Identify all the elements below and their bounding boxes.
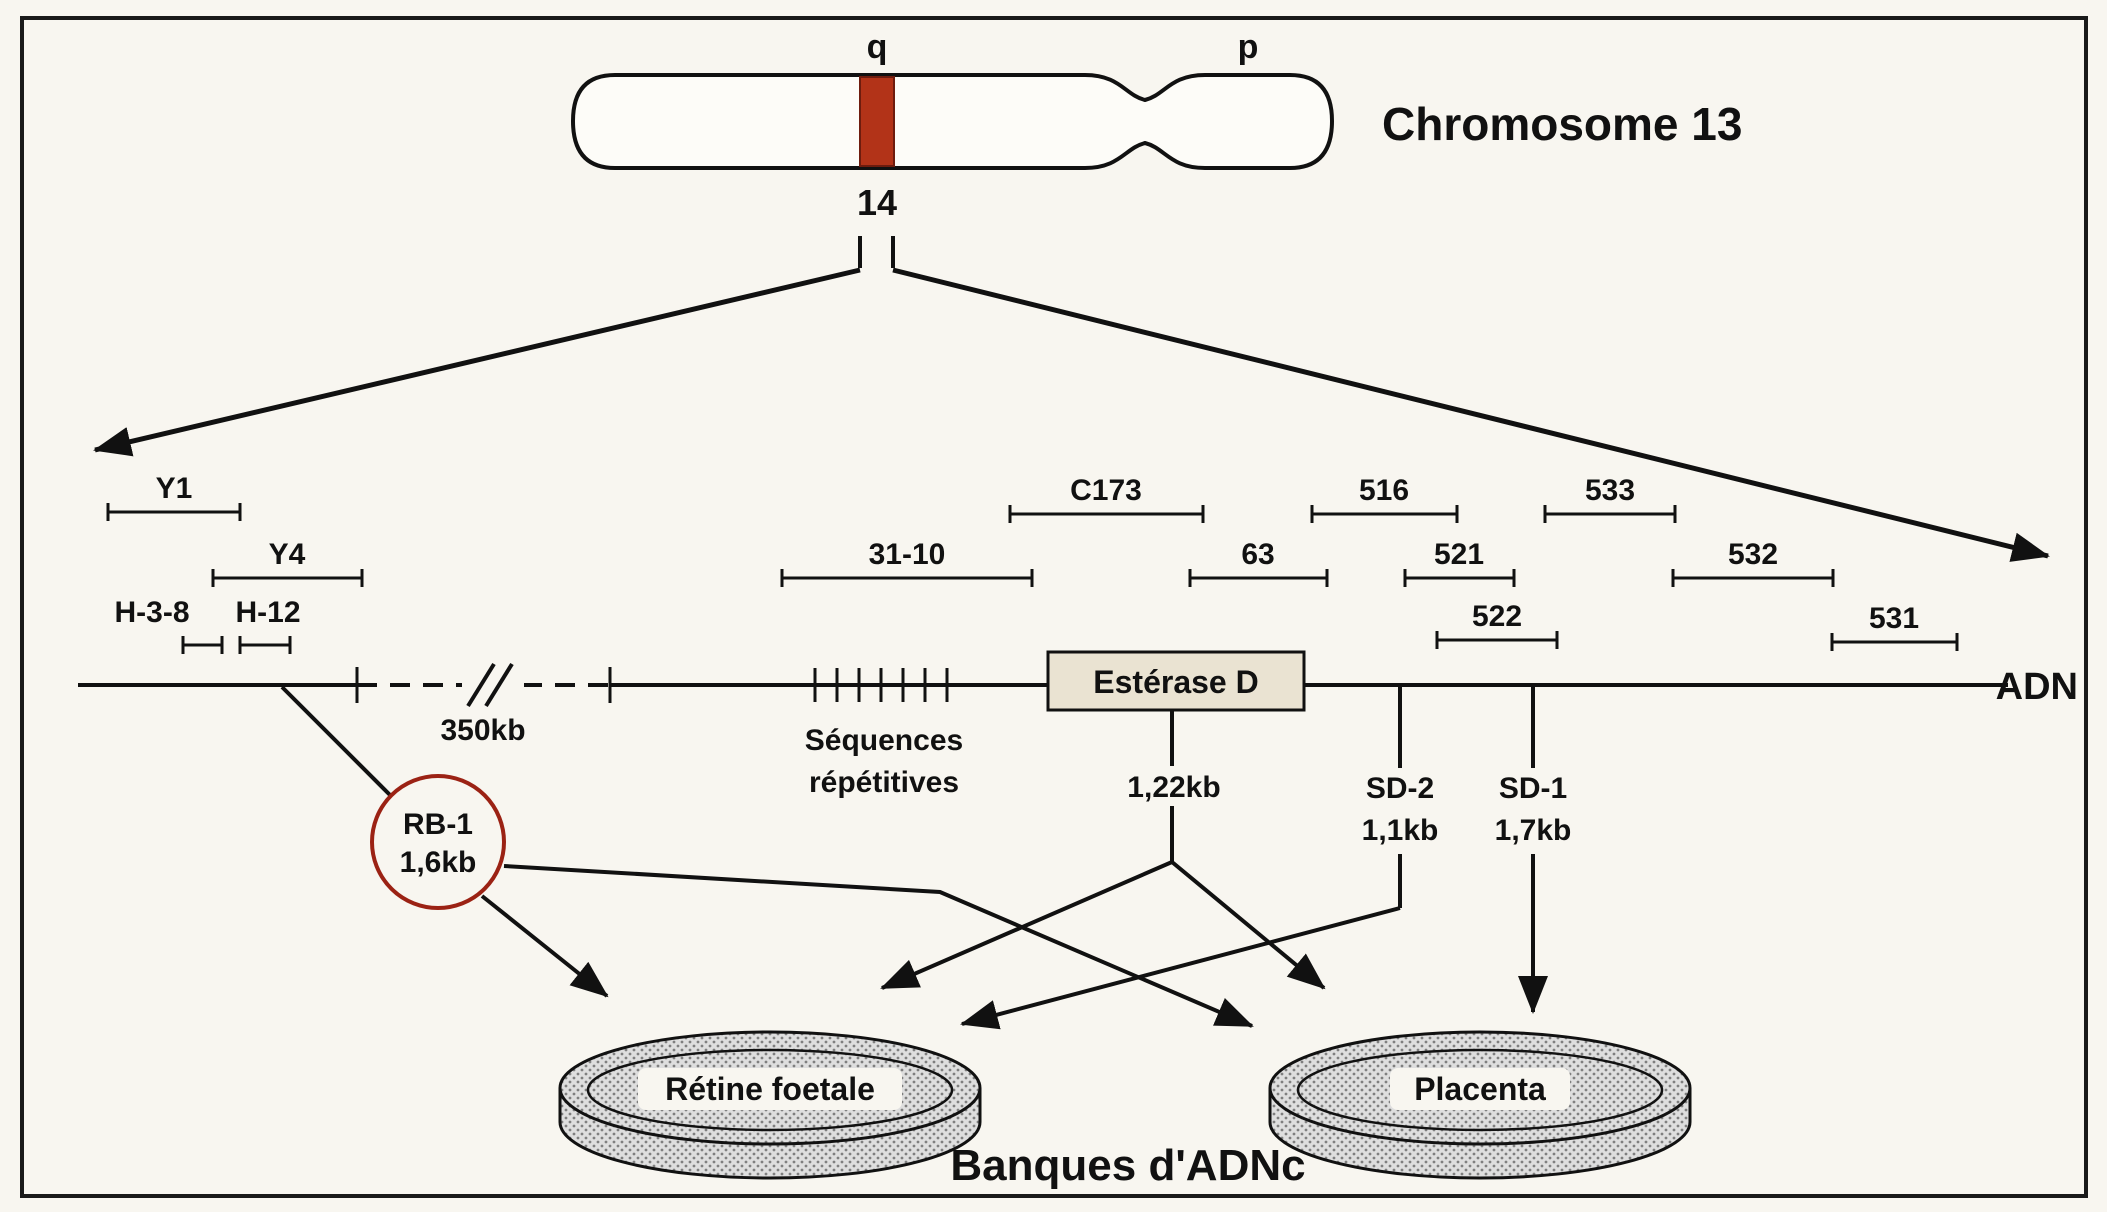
- marker-bracket-532: [1671, 569, 1835, 587]
- marker-label-3110: 31-10: [869, 538, 946, 571]
- esterase-d-box: [1046, 650, 1306, 712]
- marker-bracket-533: [1543, 505, 1677, 523]
- dish-right-label: Placenta: [1414, 1071, 1546, 1107]
- marker-bracket-63: [1188, 569, 1329, 587]
- dish-left-label: Rétine foetale: [665, 1071, 875, 1107]
- rb1-name: RB-1: [403, 808, 473, 841]
- scale-label: 350kb: [440, 714, 525, 747]
- esterase-d-label: Estérase D: [1093, 664, 1258, 700]
- marker-label-516: 516: [1359, 474, 1409, 507]
- repeats-label-line2: répétitives: [809, 766, 959, 799]
- chromosome-band-14: [859, 76, 895, 167]
- marker-label-y1: Y1: [156, 472, 193, 505]
- marker-bracket-y4: [211, 569, 364, 587]
- sd1-name: SD-1: [1499, 772, 1567, 805]
- adn-line-group: 350kb Séquences répétitives Estérase D A…: [78, 650, 2078, 799]
- chromosome: q p 14 Chromosome 13: [570, 28, 1742, 223]
- dish-placenta: Placenta: [1268, 1030, 1692, 1180]
- marker-bracket-c173: [1008, 505, 1205, 523]
- probes: RB-1 1,6kb 1,22kb SD-2 1,1kb SD-1 1,7kb: [280, 685, 1585, 1030]
- sd1-size: 1,7kb: [1495, 814, 1572, 847]
- zoom-line-left-arrow: [93, 267, 861, 457]
- sd2-name: SD-2: [1366, 772, 1434, 805]
- marker-bracket-521: [1403, 569, 1516, 587]
- marker-bracket-3110: [780, 569, 1034, 587]
- marker-bracket-y1: [106, 503, 242, 521]
- fragment-to-placenta-arrow: [1170, 860, 1326, 990]
- zoom-region-lines: [93, 236, 2050, 562]
- marker-label-y4: Y4: [269, 538, 306, 571]
- rb1-to-placenta-arrow: [503, 864, 1254, 1028]
- dish-right-label-bg: [1390, 1068, 1570, 1110]
- marker-bracket-531: [1830, 633, 1959, 651]
- rb1-attach-line: [280, 685, 393, 798]
- sd2-to-retina-arrow: [960, 906, 1401, 1030]
- marker-label-63: 63: [1241, 538, 1274, 571]
- zoom-line-right-arrow: [892, 267, 2050, 562]
- rb1-circle: [370, 774, 506, 910]
- marker-label-533: 533: [1585, 474, 1635, 507]
- marker-label-h12: H-12: [235, 596, 300, 629]
- marker-label-522: 522: [1472, 600, 1522, 633]
- sd2-size: 1,1kb: [1362, 814, 1439, 847]
- marker-label-531: 531: [1869, 602, 1919, 635]
- esterase-fragment-label: 1,22kb: [1127, 771, 1220, 804]
- sd2-label-mask: [1348, 768, 1452, 854]
- chromosome-title: Chromosome 13: [1382, 98, 1742, 150]
- fragment-to-retina-arrow: [880, 860, 1173, 990]
- dish-left-inner-rim: [586, 1048, 954, 1132]
- marker-bracket-522: [1435, 631, 1559, 649]
- rb1-size: 1,6kb: [400, 846, 477, 879]
- repeats-label-line1: Séquences: [805, 724, 963, 757]
- dish-right-inner-rim: [1296, 1048, 1664, 1132]
- marker-label-c173: C173: [1070, 474, 1142, 507]
- sd1-label-mask: [1481, 768, 1585, 854]
- break-slash-1: [466, 662, 496, 708]
- adn-label: ADN: [1996, 666, 2078, 708]
- marker-bracket-516: [1310, 505, 1459, 523]
- marker-label-521: 521: [1434, 538, 1484, 571]
- break-slash-2: [484, 662, 514, 708]
- marker-label-532: 532: [1728, 538, 1778, 571]
- marker-bracket-h12: [238, 636, 292, 654]
- marker-label-h38: H-3-8: [114, 596, 189, 629]
- chromosome-outline: [570, 73, 1335, 170]
- figure-border: [20, 16, 2088, 1198]
- esterase-fragment-mask: [1118, 766, 1230, 806]
- library-dishes: Rétine foetale Placenta Banques d'ADNc: [558, 1030, 1692, 1190]
- marker-bracket-h38: [181, 636, 224, 654]
- repeat-hatches: [813, 668, 949, 702]
- rb1-to-retina-arrow: [480, 894, 609, 998]
- chromosome-q-label: q: [867, 28, 888, 66]
- chromosome-p-label: p: [1238, 28, 1259, 66]
- dish-retine-foetale: Rétine foetale: [558, 1030, 982, 1180]
- dish-left-label-bg: [638, 1068, 902, 1110]
- chromosome-band-number: 14: [857, 182, 897, 223]
- marker-map: Y1 Y4 H-3-8 H-12 31-10 C173 63 516 521 5…: [106, 472, 1959, 654]
- libraries-caption: Banques d'ADNc: [950, 1141, 1305, 1190]
